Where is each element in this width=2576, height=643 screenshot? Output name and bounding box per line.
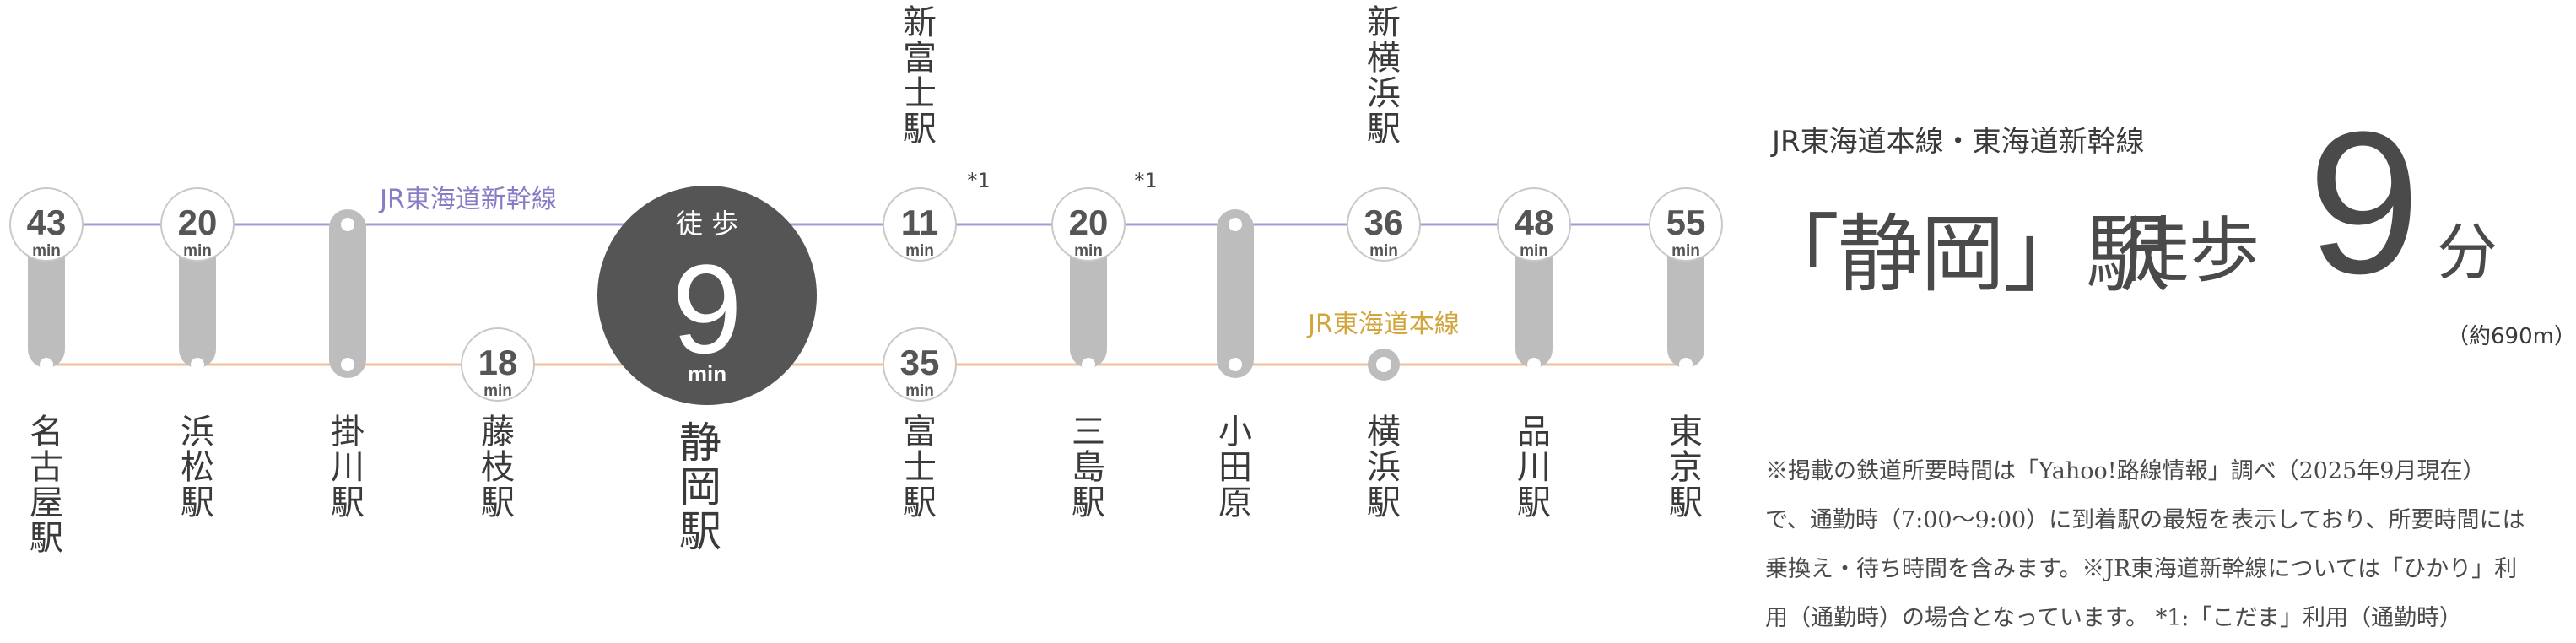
station-name-nagoya: 名古屋駅 (30, 413, 63, 558)
connector-odawara (1217, 209, 1254, 378)
badge-tokyo: 55 min (1649, 187, 1723, 262)
badge-shinfuji-unit: min (905, 242, 934, 260)
shinkansen-line-label: JR東海道新幹線 (378, 185, 557, 214)
badge-tokyo-minutes: 55 (1666, 203, 1706, 242)
dot-tokyo (1679, 358, 1693, 371)
badge-shinagawa-unit: min (1520, 242, 1548, 260)
badge-fuji-unit: min (905, 382, 934, 400)
station-name: 「静岡」駅 (1755, 205, 2170, 304)
station-name-mishima: 三島駅 (1072, 413, 1105, 522)
dot-odawara (1229, 358, 1242, 371)
walk-distance: （約690m） (2447, 324, 2576, 349)
dot-kakegawa (341, 358, 354, 371)
station-connectors (28, 209, 1704, 378)
badge-shinyokohama: 36 min (1347, 187, 1421, 262)
station-name-fuji: 富士駅 (903, 413, 937, 522)
station-name-shinyokohama: 新横浜駅 (1367, 3, 1401, 149)
station-dots (40, 218, 1693, 371)
badge-nagoya: 43 min (9, 187, 84, 262)
badge-hamamatsu: 20 min (160, 187, 235, 262)
badge-shinfuji-minutes: 11 (901, 203, 938, 242)
tokaido-line-label: JR東海道本線 (1306, 310, 1460, 339)
access-info-panel: JR東海道本線・東海道新幹線 「静岡」駅 徒歩 9 分 （約690m） ※掲載の… (1755, 0, 2576, 631)
badge-shinyokohama-unit: min (1369, 242, 1398, 260)
badge-shinagawa-minutes: 48 (1515, 203, 1554, 242)
note-mark-mishima: *1 (1134, 169, 1157, 192)
walk-headline: 「静岡」駅 徒歩 9 分 (1755, 101, 2514, 312)
station-name-hamamatsu: 浜松駅 (181, 413, 214, 522)
station-name-tokyo: 東京駅 (1669, 413, 1703, 522)
badge-mishima: 20 min (1051, 187, 1126, 262)
badge-nagoya-unit: min (32, 242, 61, 260)
station-name-fujieda: 藤枝駅 (481, 413, 515, 522)
station-name-kakegawa: 掛川駅 (331, 413, 365, 522)
badge-mishima-minutes: 20 (1069, 203, 1109, 242)
badge-shinyokohama-minutes: 36 (1364, 203, 1404, 242)
badge-fujieda-unit: min (483, 382, 512, 400)
origin-minutes: 9 (672, 238, 742, 380)
dot-odawara-top (1229, 218, 1242, 231)
connector-kakegawa (329, 209, 366, 378)
badge-nagoya-minutes: 43 (27, 203, 67, 242)
dot-mishima (1082, 358, 1095, 371)
origin-unit: min (688, 361, 726, 386)
badge-tokyo-unit: min (1671, 242, 1700, 260)
badge-fujieda-minutes: 18 (478, 343, 518, 382)
station-names: 名古屋駅 浜松駅 掛川駅 藤枝駅 富士駅 新富士駅 三島駅 小田原 横浜駅 新横… (30, 3, 1703, 558)
time-badges: 43 min 20 min 18 min 35 min 11 min 20 mi… (9, 187, 1723, 402)
badge-fuji-minutes: 35 (900, 343, 940, 382)
badge-shinagawa: 48 min (1497, 187, 1571, 262)
origin-badge: 徒 歩 9 min (597, 186, 817, 405)
station-name-odawara: 小田原 (1218, 413, 1252, 522)
badge-fuji: 35 min (883, 327, 957, 402)
note-mark-shinfuji: *1 (967, 169, 990, 192)
dot-yokohama (1376, 357, 1391, 372)
origin-station-name: 静岡駅 (679, 419, 721, 556)
walk-unit: 分 (2437, 217, 2498, 288)
dot-shinagawa (1527, 358, 1541, 371)
route-title: JR東海道本線・東海道新幹線 (1772, 125, 2145, 159)
badge-mishima-unit: min (1074, 242, 1103, 260)
route-map: JR東海道新幹線 JR東海道本線 43 min 20 min 18 min 35… (9, 3, 1723, 558)
dot-kakegawa-top (341, 218, 354, 231)
walk-text: 徒歩 (2118, 209, 2260, 292)
dot-nagoya (40, 358, 53, 371)
badge-fujieda: 18 min (461, 327, 535, 402)
footnote: ※掲載の鉄道所要時間は「Yahoo!路線情報」調べ（2025年9月現在）で、通勤… (1765, 458, 2525, 631)
station-name-shinagawa: 品川駅 (1517, 413, 1551, 522)
badge-hamamatsu-minutes: 20 (178, 203, 218, 242)
badge-shinfuji: 11 min (883, 187, 957, 262)
station-name-yokohama: 横浜駅 (1367, 413, 1401, 522)
walk-minutes: 9 (2308, 89, 2421, 316)
dot-hamamatsu (191, 358, 204, 371)
badge-hamamatsu-unit: min (183, 242, 212, 260)
station-name-shinfuji: 新富士駅 (903, 3, 937, 149)
origin-walk-label: 徒 歩 (676, 208, 738, 240)
